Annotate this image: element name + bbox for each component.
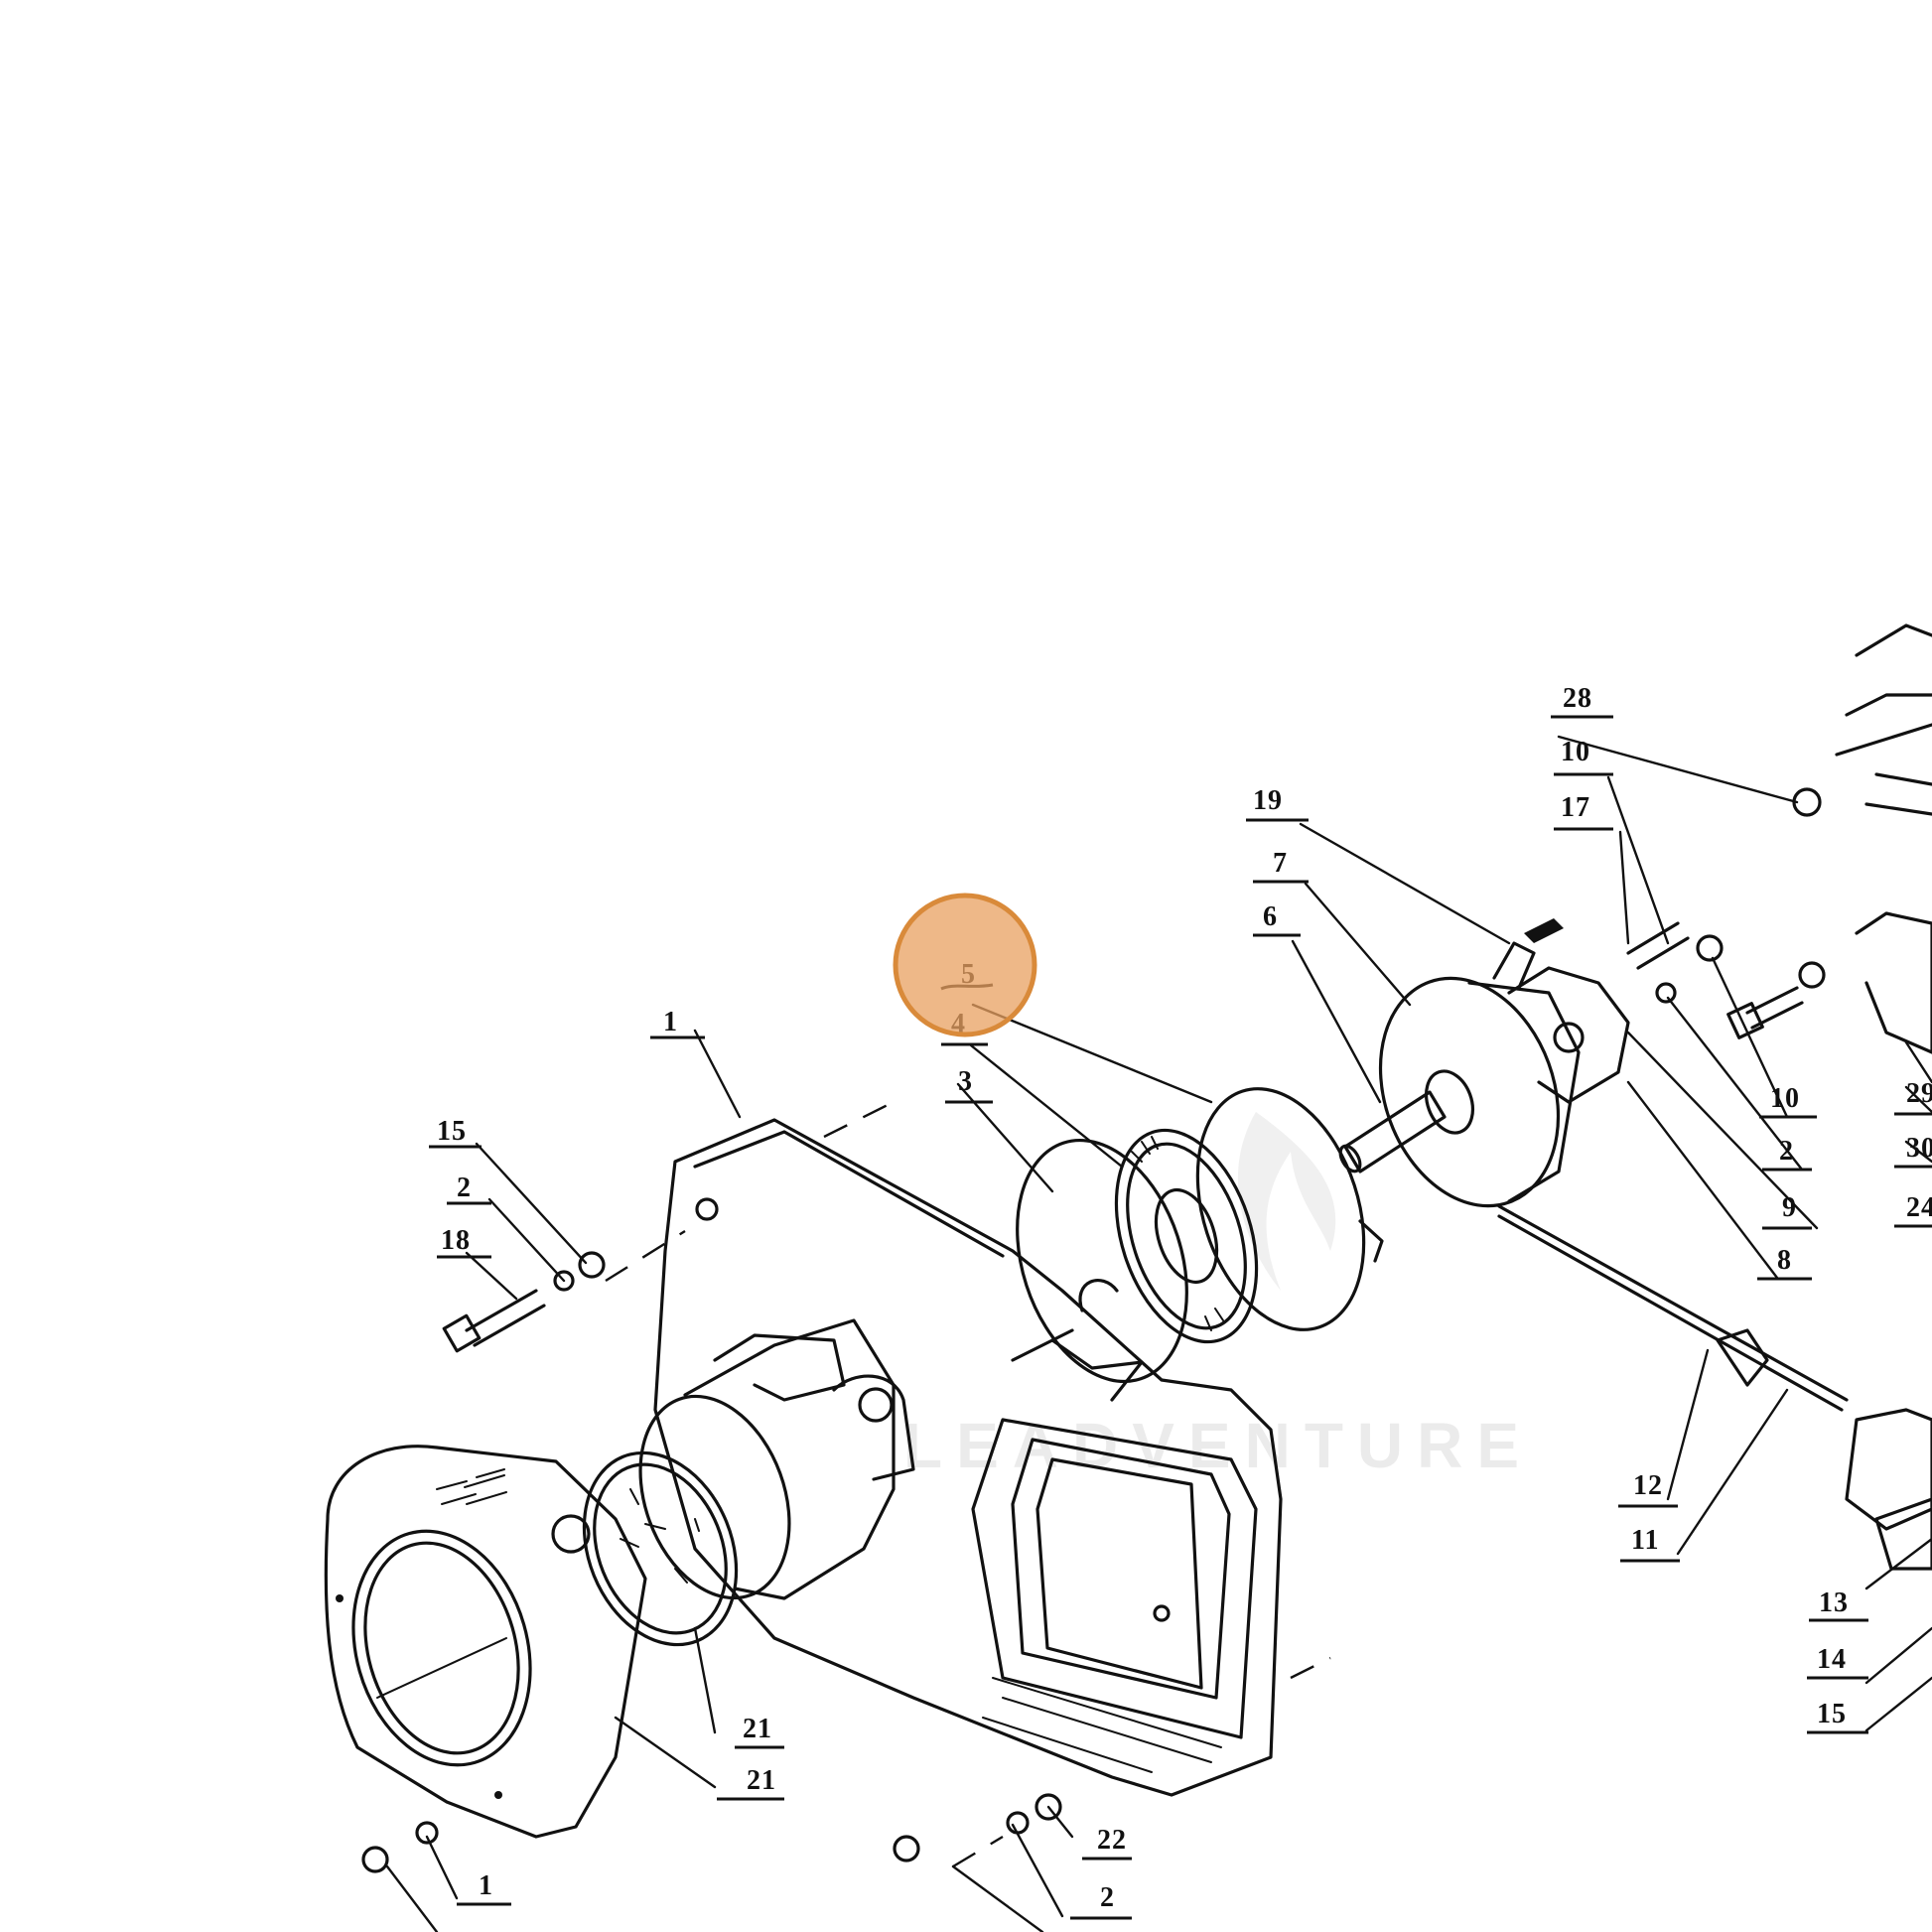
callout-3-text: 3 — [958, 1066, 973, 1097]
callout-1a-text: 1 — [663, 1007, 678, 1037]
callout-8-text: 8 — [1777, 1245, 1792, 1276]
callout-29[interactable]: 29 — [1894, 1078, 1932, 1116]
washer-24 — [1798, 961, 1826, 989]
part-disc-3 — [1016, 1138, 1188, 1384]
washer-2a — [553, 1270, 575, 1292]
callout-10b-text: 10 — [1770, 1083, 1800, 1114]
callout-2a-text: 2 — [457, 1173, 472, 1203]
screw-17 — [1626, 921, 1690, 970]
callout-21a-text: 15 — [437, 1116, 467, 1147]
callout-23[interactable]: 21 — [735, 1714, 784, 1749]
nut-21a — [578, 1251, 606, 1279]
part-rotor-7 — [1378, 976, 1581, 1208]
callout-10a-text: 10 — [1561, 737, 1590, 767]
callout-2c-text: 2 — [1100, 1882, 1115, 1913]
part-bearing-4 — [1114, 1128, 1259, 1344]
part-upper-right-assembly — [1835, 623, 1932, 1054]
callout-9[interactable]: 9 — [1762, 1192, 1812, 1230]
callout-30-text: 30 — [1906, 1133, 1932, 1164]
callout-12[interactable]: 12 — [1618, 1470, 1678, 1508]
watermark: LEADVENTURE — [903, 1112, 1533, 1481]
callout-21b-text: 22 — [1097, 1825, 1127, 1856]
callout-19-text: 21 — [747, 1765, 776, 1796]
callout-12-text: 12 — [1633, 1470, 1663, 1501]
nut-21b — [1035, 1793, 1062, 1821]
callout-7-text: 7 — [1273, 848, 1288, 879]
callout-1a[interactable]: 1 — [650, 1007, 705, 1039]
leader-lines — [385, 735, 1932, 1932]
callout-2b[interactable]: 2 — [1762, 1136, 1812, 1172]
part-front-flange — [324, 1445, 647, 1839]
callout-10b[interactable]: 10 — [1759, 1083, 1817, 1119]
callout-11-text: 11 — [1631, 1525, 1659, 1556]
callout-17[interactable]: 17 — [1554, 792, 1613, 831]
callout-29-text: 29 — [1906, 1078, 1932, 1109]
bolt-head-2b — [1696, 934, 1724, 962]
callout-30[interactable]: 30 — [1894, 1133, 1932, 1169]
callout-21b[interactable]: 22 — [1082, 1825, 1132, 1861]
callout-6-text: 6 — [1263, 901, 1278, 932]
callout-18-text: 19 — [1253, 785, 1283, 816]
callout-1b-text: 1 — [479, 1870, 493, 1901]
callout-23-text: 21 — [743, 1714, 772, 1744]
part-front-bearing-boss — [638, 1318, 915, 1600]
callout-21a[interactable]: 15 — [429, 1116, 482, 1149]
assembly-axis-lines — [605, 1100, 1331, 1868]
part-lever — [1845, 1408, 1932, 1571]
callout-2c[interactable]: 2 — [1070, 1882, 1132, 1920]
bolt-1b — [361, 1846, 389, 1873]
bolt-10 — [1726, 986, 1804, 1039]
callout-15[interactable]: 15 — [1807, 1699, 1868, 1734]
callout-13-text: 13 — [1819, 1587, 1849, 1618]
callout-6[interactable]: 6 — [1253, 901, 1301, 937]
callout-3[interactable]: 3 — [945, 1066, 993, 1104]
fasteners — [361, 787, 1826, 1873]
callout-2a[interactable]: 2 — [447, 1173, 491, 1205]
part-disc-5 — [1195, 1087, 1384, 1331]
callout-24[interactable]: 24 — [1894, 1192, 1932, 1228]
callout-14-text: 14 — [1817, 1644, 1847, 1675]
callout-22[interactable]: 18 — [437, 1225, 491, 1259]
callout-18[interactable]: 19 — [1246, 785, 1309, 822]
callout-28[interactable]: 28 — [1551, 683, 1613, 719]
watermark-text: LEADVENTURE — [903, 1410, 1533, 1481]
callout-15-text: 15 — [1817, 1699, 1847, 1729]
part-rod — [1497, 1204, 1849, 1412]
nut-bottom-bolt — [893, 1835, 920, 1863]
bolt-22 — [442, 1289, 546, 1353]
callout-10a[interactable]: 10 — [1554, 737, 1613, 776]
callout-24-text: 24 — [1906, 1192, 1932, 1223]
callout-1b[interactable]: 1 — [457, 1870, 511, 1906]
callout-2b-text: 2 — [1779, 1136, 1794, 1167]
washer-2c — [1006, 1811, 1030, 1835]
callout-9-text: 9 — [1782, 1192, 1797, 1223]
callout-7[interactable]: 7 — [1253, 848, 1309, 884]
highlight-marker[interactable] — [893, 893, 1037, 1037]
washer-9 — [1655, 982, 1677, 1004]
callout-22-text: 18 — [441, 1225, 471, 1256]
callout-11[interactable]: 11 — [1620, 1525, 1680, 1563]
callouts: 1 15 2 18 3 4 5 6 — [429, 683, 1932, 1920]
callout-13[interactable]: 13 — [1809, 1587, 1868, 1622]
part-shaft — [1338, 1090, 1447, 1173]
part-seal — [582, 1450, 739, 1647]
callout-17-text: 17 — [1561, 792, 1590, 823]
callout-14[interactable]: 14 — [1807, 1644, 1868, 1680]
callout-8[interactable]: 8 — [1757, 1245, 1812, 1281]
part-pump-head — [1492, 918, 1630, 1104]
callout-19[interactable]: 21 — [717, 1765, 784, 1801]
callout-28-text: 28 — [1563, 683, 1592, 714]
washer-1b — [415, 1821, 439, 1845]
